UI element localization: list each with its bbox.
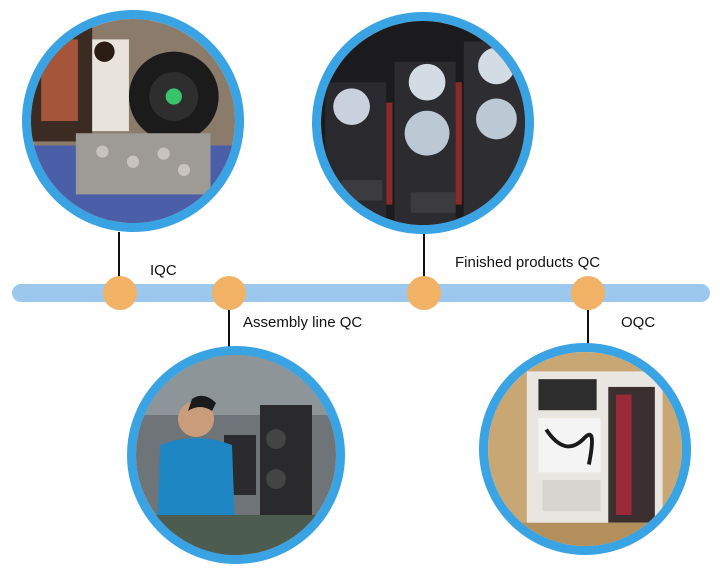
assembly-label: Assembly line QC — [243, 314, 363, 331]
oqc-connector — [587, 300, 589, 346]
finished-connector — [423, 232, 425, 282]
iqc-connector — [118, 232, 120, 282]
finished-label: Finished products QC — [455, 254, 601, 271]
assembly-node — [212, 276, 246, 310]
iqc-label: IQC — [150, 262, 177, 279]
iqc-node — [103, 276, 137, 310]
assembly-connector — [228, 300, 230, 352]
timeline-bar — [12, 284, 710, 302]
finished-node — [407, 276, 441, 310]
oqc-node — [571, 276, 605, 310]
incoming-materials-photo — [22, 10, 244, 232]
oqc-label: OQC — [621, 314, 656, 331]
finished-products-photo — [312, 12, 534, 234]
packed-carton-photo — [479, 343, 691, 555]
assembly-line-photo — [127, 346, 345, 564]
